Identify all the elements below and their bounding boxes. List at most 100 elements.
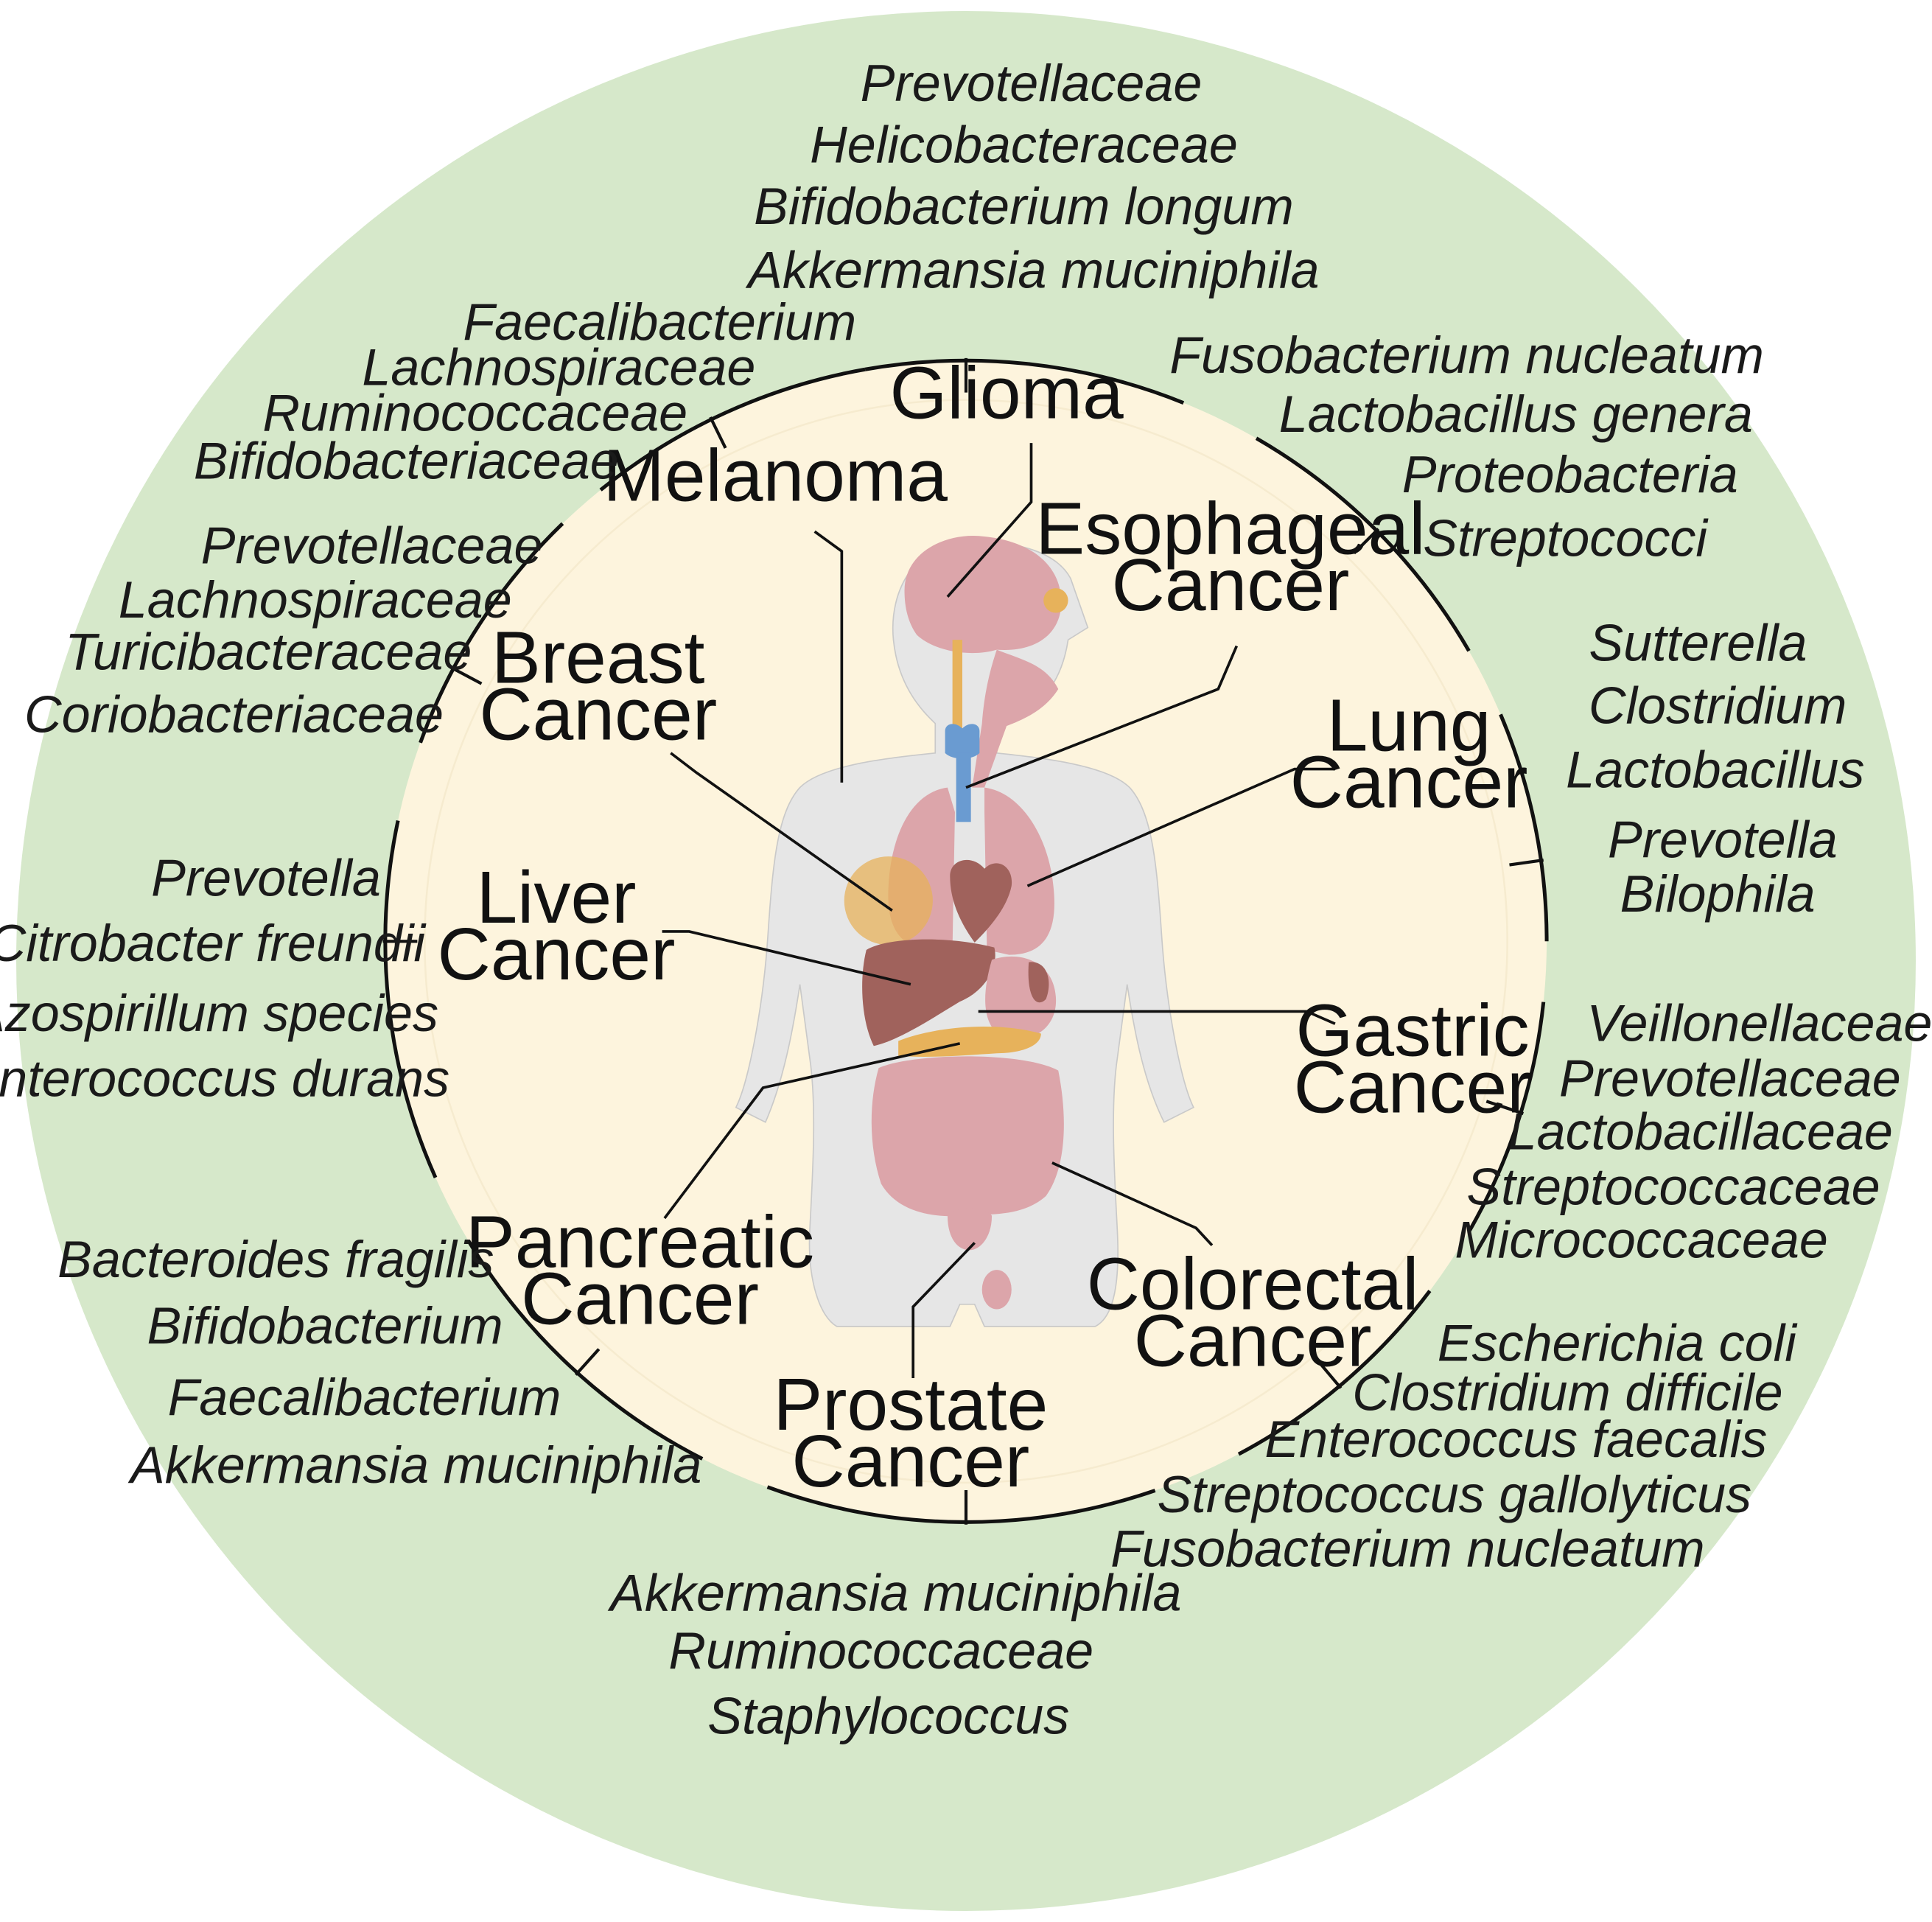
segment-arc-liver-cancer — [383, 820, 438, 1178]
bacteria-label-esophageal-cancer: Proteobacteria — [1402, 446, 1738, 503]
bacteria-label-gastric-cancer: Lactobacillaceae — [1508, 1102, 1893, 1160]
cancer-label-line: Cancer — [521, 1258, 759, 1341]
kidney-icon — [1028, 962, 1049, 1003]
leader-lines — [662, 443, 1336, 1379]
cancer-label-line: Cancer — [479, 673, 717, 755]
bacteria-label-breast-cancer: Prevotellaceae — [201, 517, 543, 575]
bacteria-label-colorectal-cancer: Streptococcus gallolyticus — [1158, 1466, 1752, 1523]
cancer-label-line: Cancer — [791, 1420, 1029, 1503]
inner-ring-outline — [424, 399, 1508, 1484]
cancer-label-line: Prostate — [773, 1363, 1048, 1446]
cancer-label-line: Glioma — [889, 352, 1124, 435]
bacteria-labels: PrevotellaceaeHelicobacteraceaeBifidobac… — [0, 55, 1932, 1745]
intestines-icon — [871, 1056, 1064, 1217]
bacteria-label-liver-cancer: Prevotella — [151, 850, 381, 907]
bacteria-label-breast-cancer: Lachnospiraceae — [119, 571, 512, 629]
spinal-cord-icon — [952, 640, 962, 751]
bacteria-label-glioma: Helicobacteraceae — [810, 116, 1238, 173]
segment-tick-melanoma — [709, 416, 727, 449]
cancer-label-glioma: Glioma — [889, 352, 1124, 435]
bacteria-label-liver-cancer: Citrobacter freundii — [0, 915, 427, 972]
bacteria-label-melanoma: Faecalibacterium — [463, 293, 856, 351]
segment-arc-glioma — [864, 358, 1185, 405]
leader-line-prostate-cancer — [911, 1242, 976, 1379]
bacteria-label-colorectal-cancer: Fusobacterium nucleatum — [1110, 1520, 1705, 1577]
bacteria-label-lung-cancer: Bilophila — [1620, 865, 1816, 923]
bacteria-label-prostate-cancer: Ruminococcaceae — [668, 1622, 1093, 1680]
segment-arc-breast-cancer — [419, 522, 564, 744]
segment-tick-breast-cancer — [450, 665, 483, 685]
bacteria-label-gastric-cancer: Micrococcaceae — [1455, 1211, 1828, 1268]
human-body-illustration — [735, 535, 1195, 1327]
segment-arc-prostate-cancer — [766, 1485, 1156, 1524]
leader-line-liver-cancer — [662, 930, 911, 986]
segment-arc-pancreatic-cancer — [466, 1239, 704, 1461]
bacteria-label-pancreatic-cancer: Akkermansia muciniphila — [127, 1436, 701, 1494]
cancer-label-line: Esophageal — [1035, 487, 1425, 570]
bacteria-label-colorectal-cancer: Escherichia coli — [1438, 1315, 1798, 1372]
leader-line-esophageal-cancer — [965, 645, 1239, 789]
bladder-icon — [947, 1208, 993, 1251]
bacteria-label-breast-cancer: Coriobacteriaceae — [24, 685, 444, 743]
bacteria-label-gastric-cancer: Streptococcaceae — [1466, 1159, 1880, 1216]
bacteria-label-pancreatic-cancer: Bacteroides fragilis — [57, 1231, 494, 1288]
segment-arc-lung-cancer — [1499, 713, 1549, 942]
leader-line-lung-cancer — [1026, 767, 1335, 887]
cancer-label-line: Cancer — [1290, 741, 1528, 823]
bacteria-label-prostate-cancer: Staphylococcus — [707, 1688, 1069, 1745]
cancer-label-melanoma: Melanoma — [603, 435, 948, 517]
leader-line-melanoma — [813, 530, 844, 783]
cancer-label-line: Cancer — [1134, 1299, 1372, 1382]
breast-tissue-icon — [844, 856, 933, 946]
segment-tick-pancreatic-cancer — [574, 1348, 601, 1376]
prostate-icon — [981, 1270, 1012, 1310]
esophagus-icon — [972, 649, 1059, 788]
bacteria-label-glioma: Bifidobacterium longum — [754, 178, 1294, 235]
leader-line-pancreatic-cancer — [663, 1042, 961, 1220]
segment-arc-colorectal-cancer — [1237, 1290, 1432, 1456]
segment-tick-esophageal-cancer — [1353, 528, 1380, 555]
bacteria-label-melanoma: Lachnospiraceae — [362, 339, 755, 396]
bacteria-label-pancreatic-cancer: Faecalibacterium — [168, 1369, 561, 1426]
trachea-icon — [956, 752, 971, 822]
leader-line-colorectal-cancer — [1051, 1161, 1214, 1246]
cancer-label-line: Gastric — [1295, 990, 1529, 1072]
bacteria-label-esophageal-cancer: Fusobacterium nucleatum — [1169, 326, 1764, 384]
cancer-label-line: Cancer — [1112, 544, 1350, 626]
bacteria-label-esophageal-cancer: Lactobacillus genera — [1279, 385, 1753, 443]
bacteria-label-lung-cancer: Prevotella — [1608, 811, 1838, 869]
body-silhouette — [735, 540, 1195, 1327]
liver-icon — [862, 939, 995, 1046]
bacteria-label-breast-cancer: Turicibacteraceae — [65, 623, 472, 680]
cancer-label-line: Lung — [1327, 684, 1491, 766]
leader-line-breast-cancer — [670, 752, 893, 912]
cancer-label-line: Breast — [491, 617, 705, 699]
bacteria-label-gastric-cancer: Veillonellaceae — [1586, 995, 1932, 1052]
bacteria-label-colorectal-cancer: Clostridium difficile — [1352, 1363, 1782, 1421]
segment-arc-melanoma — [599, 367, 866, 492]
bacteria-label-esophageal-cancer: Streptococci — [1423, 510, 1709, 567]
cancer-label-line: Cancer — [1294, 1046, 1532, 1128]
cancer-label-line: Colorectal — [1087, 1243, 1419, 1326]
bacteria-label-liver-cancer: Azospirillum species — [0, 985, 438, 1042]
cancer-label-line: Melanoma — [603, 435, 948, 517]
bacteria-label-glioma: Prevotellaceae — [861, 55, 1203, 112]
thyroid-icon — [945, 724, 980, 759]
brain-icon — [904, 535, 1062, 654]
bacteria-label-pancreatic-cancer: Bifidobacterium — [147, 1297, 503, 1355]
bacteria-label-colorectal-cancer: Enterococcus faecalis — [1264, 1411, 1767, 1468]
leader-line-glioma — [946, 443, 1033, 598]
bacteria-label-lung-cancer: Sutterella — [1589, 615, 1807, 672]
cancer-label-line: Pancreatic — [466, 1201, 814, 1284]
bacteria-label-glioma: Akkermansia muciniphila — [745, 242, 1319, 299]
